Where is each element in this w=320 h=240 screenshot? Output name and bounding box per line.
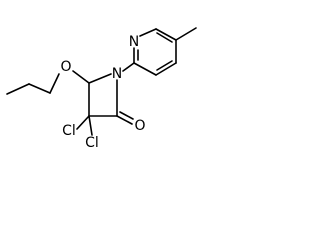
bond-py-c3-c2 [133,62,157,76]
bond-c3-cl1 [76,115,90,130]
bond-py-c4-c3 [155,62,177,76]
bond-c3-cl2 [88,115,93,136]
bond-ch2-o [49,73,60,94]
structure-drawing: O N N Cl Cl O [6,27,197,151]
bond-o-c4 [72,70,90,84]
ethoxy-oxygen-label: O [60,59,71,75]
bond-py-n-c6 [139,28,157,37]
lactam-nitrogen-label: N [112,66,122,82]
bond-c4-n1 [88,73,112,84]
bond-py-c6-c5 [155,28,177,41]
molecule-diagram: O N N Cl Cl O [0,0,208,151]
carbonyl-oxygen-label: O [134,118,145,134]
bond-methyl [175,27,197,41]
bond-c2-o-1 [116,115,133,125]
chlorine-2-label: Cl [85,135,99,151]
bond-c2-o-2 [119,111,134,120]
bond-ethyl-terminal [6,83,30,95]
bond-n1-pyridine [122,62,135,72]
chlorine-1-label: Cl [62,123,76,139]
bond-ethyl-ch2 [28,83,51,94]
bond-py-c4-c3-inner [156,60,173,71]
pyridine-nitrogen-label: N [129,34,139,50]
bond-py-c6-c5-inner [156,32,173,43]
